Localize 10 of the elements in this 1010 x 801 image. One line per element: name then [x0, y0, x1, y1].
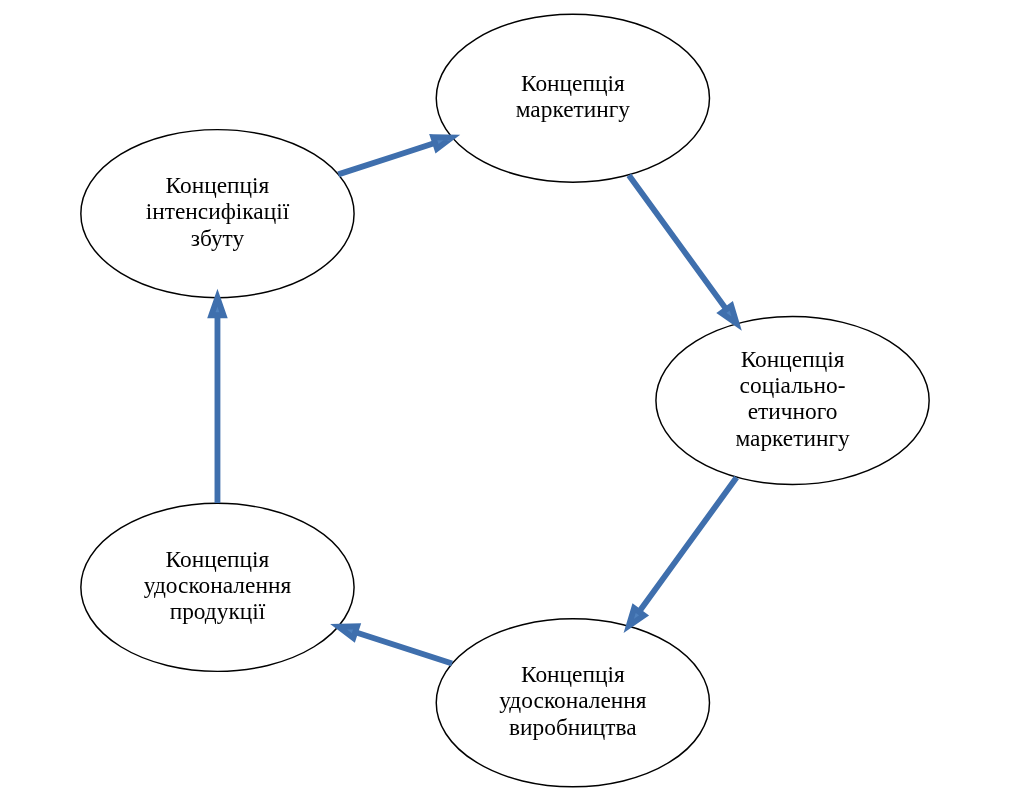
node-ellipse: Концепція соціально-етичного маркетингу	[655, 315, 930, 486]
node-ellipse: Концепція удосконалення продукції	[80, 502, 355, 673]
arrow	[623, 475, 739, 634]
node-ellipse: Концепція удосконалення виробництва	[435, 618, 711, 788]
node-ellipse: Концепція маркетингу	[435, 13, 711, 183]
arrow	[330, 623, 453, 667]
arrow	[207, 288, 228, 503]
arrow	[626, 173, 742, 331]
node-ellipse: Концепція інтенсифікації збуту	[80, 128, 355, 299]
arrow	[337, 134, 461, 178]
